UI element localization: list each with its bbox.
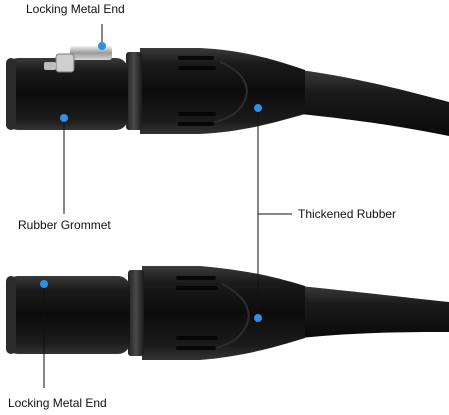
- bottom-boot-contour: [215, 283, 250, 349]
- marker-thickened-upper: [254, 104, 262, 112]
- bottom-shell: [6, 276, 130, 354]
- top-boot-grooves: [178, 56, 216, 126]
- markers: [40, 42, 262, 322]
- male-connector: [6, 266, 449, 360]
- marker-top-locking: [98, 42, 106, 50]
- label-rubber-grommet: Rubber Grommet: [18, 218, 111, 232]
- bottom-ring: [128, 270, 144, 356]
- marker-grommet: [60, 114, 68, 122]
- top-shell: [6, 58, 128, 130]
- top-cable: [300, 70, 449, 136]
- label-top-locking: Locking Metal End: [26, 2, 125, 16]
- top-boot-contour: [214, 61, 248, 123]
- label-bottom-locking: Locking Metal End: [8, 396, 107, 410]
- marker-thickened-lower: [254, 314, 262, 322]
- label-thickened-rubber: Thickened Rubber: [298, 207, 397, 221]
- top-rubber-boot: [140, 48, 305, 134]
- top-ring: [126, 52, 142, 130]
- female-connector: [6, 46, 449, 136]
- bottom-cable: [300, 286, 449, 338]
- marker-bottom-locking: [40, 280, 48, 288]
- bottom-boot-grooves: [176, 276, 218, 350]
